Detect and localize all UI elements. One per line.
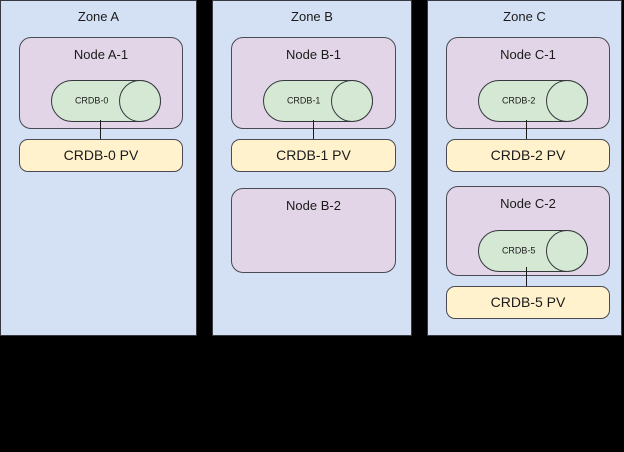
node-c-2[interactable]: Node C-2 CRDB-5: [446, 186, 610, 276]
node-b-2[interactable]: Node B-2: [231, 188, 396, 273]
pv-crdb-0-label: CRDB-0 PV: [63, 147, 139, 163]
cylinder-shape: [478, 230, 588, 272]
zone-b-label: Zone B: [291, 9, 333, 24]
pv-crdb-1[interactable]: CRDB-1 PV: [231, 139, 396, 172]
pv-crdb-2[interactable]: CRDB-2 PV: [446, 139, 610, 172]
connector-node-c-2-to-pv: [526, 267, 527, 287]
node-c-2-label: Node C-2: [500, 196, 556, 211]
pv-crdb-5-label: CRDB-5 PV: [490, 294, 566, 310]
node-a-1[interactable]: Node A-1 CRDB-0: [19, 37, 183, 129]
zone-a: Zone A Node A-1 CRDB-0 CRDB-0 PV: [0, 0, 197, 336]
pod-crdb-5[interactable]: CRDB-5: [478, 230, 588, 272]
pv-crdb-5[interactable]: CRDB-5 PV: [446, 286, 610, 319]
pod-crdb-0[interactable]: CRDB-0: [51, 80, 161, 122]
connector-node-a-1-to-pv: [100, 120, 101, 140]
node-a-1-label: Node A-1: [73, 47, 129, 62]
node-b-1-label: Node B-1: [286, 47, 341, 62]
connector-node-c-1-to-pv: [526, 120, 527, 140]
node-b-1[interactable]: Node B-1 CRDB-1: [231, 37, 396, 129]
node-c-1[interactable]: Node C-1 CRDB-2: [446, 37, 610, 129]
node-c-1-label: Node C-1: [500, 47, 556, 62]
pod-crdb-2[interactable]: CRDB-2: [478, 80, 588, 122]
zone-c-label: Zone C: [503, 9, 546, 24]
cylinder-shape: [51, 80, 161, 122]
pv-crdb-0[interactable]: CRDB-0 PV: [19, 139, 183, 172]
zone-c: Zone C Node C-1 CRDB-2 CRDB-2 PV Node C-…: [427, 0, 622, 336]
pv-crdb-2-label: CRDB-2 PV: [490, 147, 566, 163]
node-b-2-label: Node B-2: [286, 198, 341, 213]
cylinder-shape: [478, 80, 588, 122]
cylinder-shape: [263, 80, 373, 122]
pv-crdb-1-label: CRDB-1 PV: [276, 147, 351, 163]
pod-crdb-1[interactable]: CRDB-1: [263, 80, 373, 122]
zone-b: Zone B Node B-1 CRDB-1 CRDB-1 PV Node B-…: [212, 0, 412, 336]
zone-a-label: Zone A: [77, 9, 120, 24]
connector-node-b-1-to-pv: [313, 120, 314, 140]
